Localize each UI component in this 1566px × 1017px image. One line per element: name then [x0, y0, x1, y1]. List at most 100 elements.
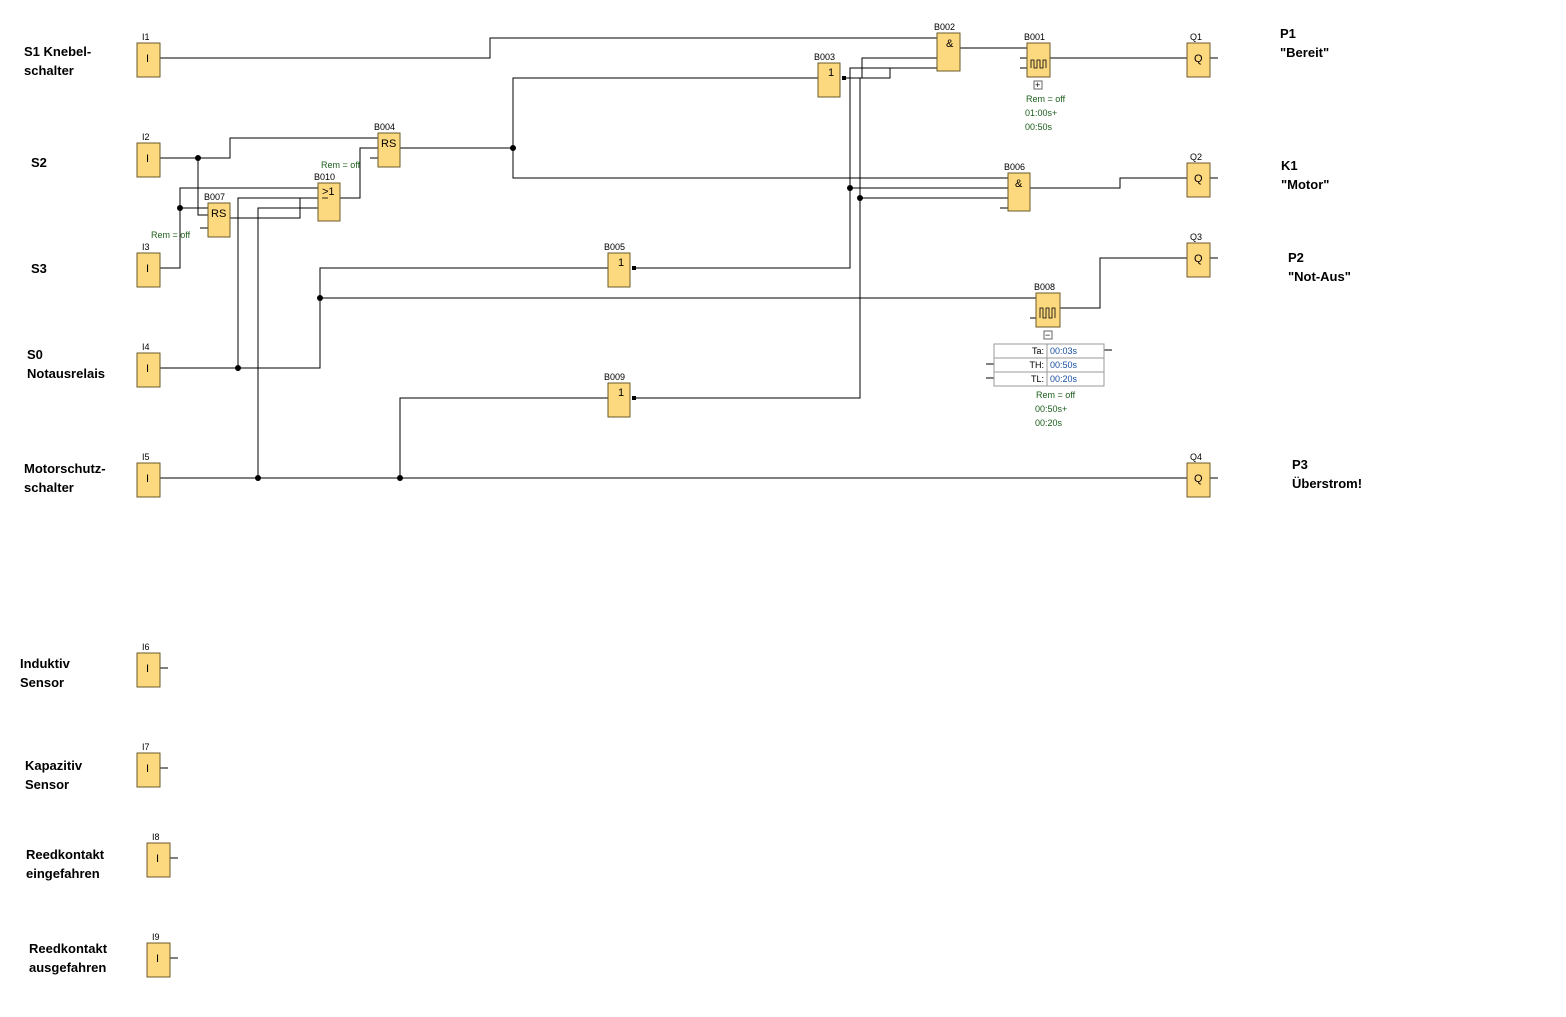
block-id: B010: [314, 172, 335, 182]
param-key: TL:: [1031, 374, 1044, 384]
junction-dot: [847, 185, 853, 191]
stub-b001-in: [1020, 57, 1027, 69]
block-id: B005: [604, 242, 625, 252]
block-param: 00:20s: [1035, 418, 1063, 428]
output-block-q4[interactable]: Q4 Q: [1186, 452, 1211, 498]
input-block-i3[interactable]: I3 I: [136, 242, 161, 288]
junction-dot: [235, 365, 241, 371]
input-block-i5[interactable]: I5 I: [136, 452, 161, 498]
input-block-i9[interactable]: I9 I: [146, 932, 171, 978]
block-body[interactable]: [146, 842, 171, 878]
block-b004[interactable]: B004 RS Rem = off: [321, 122, 401, 170]
label-line: schalter: [24, 480, 74, 495]
block-b009[interactable]: B009 1: [604, 372, 631, 418]
block-param: 01:00s+: [1025, 108, 1057, 118]
label-line: Überstrom!: [1292, 476, 1363, 491]
block-id: I3: [142, 242, 150, 252]
output-terminal: [842, 76, 846, 80]
block-symbol: RS: [211, 208, 226, 220]
block-body[interactable]: [136, 42, 161, 78]
block-body[interactable]: [607, 252, 631, 288]
block-symbol: I: [146, 153, 149, 165]
label-line: "Not-Aus": [1288, 269, 1351, 284]
block-body[interactable]: [817, 62, 841, 98]
param-key: Ta:: [1032, 346, 1044, 356]
block-body[interactable]: [377, 132, 401, 168]
block-b001[interactable]: B001 + Rem = off 01:00s+ 00:50s: [1024, 32, 1066, 132]
block-body[interactable]: [317, 182, 341, 222]
block-body[interactable]: [607, 382, 631, 418]
block-body[interactable]: [136, 252, 161, 288]
block-body[interactable]: [1186, 42, 1211, 78]
wire-b004-b006: [400, 147, 1008, 179]
block-symbol: 1: [618, 257, 624, 269]
block-b003[interactable]: B003 1: [814, 52, 841, 98]
output-block-q3[interactable]: Q3 Q: [1186, 232, 1211, 278]
pulse-icon: [1039, 307, 1056, 319]
b008-param-table: Ta: 00:03s TH: 00:50s TL: 00:20s Rem = o…: [993, 343, 1105, 428]
input-block-i8[interactable]: I8 I: [146, 832, 171, 878]
block-body[interactable]: [136, 752, 161, 788]
block-body[interactable]: [207, 202, 231, 238]
block-body[interactable]: [1007, 172, 1031, 212]
block-id: I2: [142, 132, 150, 142]
block-symbol: RS: [381, 138, 396, 150]
block-id: I4: [142, 342, 150, 352]
label-line: Kapazitiv: [25, 758, 83, 773]
block-symbol: 1: [828, 67, 834, 79]
block-b008[interactable]: B008 −: [1034, 282, 1061, 340]
param-value[interactable]: 00:20s: [1050, 374, 1078, 384]
block-b007[interactable]: B007 RS Rem = off: [151, 192, 231, 240]
wire-i1-b002: [160, 37, 937, 59]
block-body[interactable]: [136, 652, 161, 688]
block-symbol: &: [1015, 178, 1023, 190]
block-id: I1: [142, 32, 150, 42]
input-block-i2[interactable]: I2 I: [136, 132, 161, 178]
block-body[interactable]: [136, 142, 161, 178]
output-label-q2: K1 "Motor": [1281, 156, 1329, 194]
input-block-i7[interactable]: I7 I: [136, 742, 161, 788]
block-symbol: I: [156, 953, 159, 965]
block-body[interactable]: [136, 462, 161, 498]
output-block-q1[interactable]: Q1 Q: [1186, 32, 1211, 78]
block-body[interactable]: [136, 352, 161, 388]
wire-i5-b009: [399, 397, 608, 478]
block-id: Q1: [1190, 32, 1202, 42]
block-b002[interactable]: B002 &: [934, 22, 961, 72]
input-block-i4[interactable]: I4 I: [136, 342, 161, 388]
wire-b006-q2: [1030, 177, 1188, 189]
collapse-button[interactable]: [1043, 330, 1053, 340]
label-line: Sensor: [25, 777, 70, 792]
label-line: P3: [1292, 457, 1308, 472]
input-block-i6[interactable]: I6 I: [136, 642, 161, 688]
block-id: I6: [142, 642, 150, 652]
block-body[interactable]: [1186, 162, 1211, 198]
output-label-q4: P3 Überstrom!: [1292, 455, 1362, 493]
block-symbol: &: [946, 38, 954, 50]
block-body[interactable]: [1186, 462, 1211, 498]
block-b010[interactable]: B010 >1: [314, 172, 341, 222]
wire-i2-b004: [160, 137, 378, 159]
block-id: B004: [374, 122, 395, 132]
block-symbol: I: [146, 473, 149, 485]
output-block-q2[interactable]: Q2 Q: [1186, 152, 1211, 198]
function-blocks: B002 & B001 + Rem = off 01:00s+ 00:50s B…: [151, 22, 1105, 428]
collapse-button-label: −: [1045, 330, 1050, 340]
input-blocks: I1 I I2 I I3 I I4 I I5 I I6 I: [136, 32, 171, 978]
block-b005[interactable]: B005 1: [604, 242, 631, 288]
block-body[interactable]: [936, 32, 961, 72]
stub-b008-params: [986, 349, 1112, 379]
param-value[interactable]: 00:50s: [1050, 360, 1078, 370]
input-block-i1[interactable]: I1 I: [136, 32, 161, 78]
input-label-i8: Reedkontakt eingefahren: [26, 845, 104, 883]
wire-b009-b002: [859, 68, 891, 198]
block-body[interactable]: [146, 942, 171, 978]
block-body[interactable]: [1186, 242, 1211, 278]
label-line: S0: [27, 347, 43, 362]
param-value[interactable]: 00:03s: [1050, 346, 1078, 356]
expand-button[interactable]: [1033, 80, 1043, 90]
block-id: I7: [142, 742, 150, 752]
block-b006[interactable]: B006 &: [1004, 162, 1031, 212]
